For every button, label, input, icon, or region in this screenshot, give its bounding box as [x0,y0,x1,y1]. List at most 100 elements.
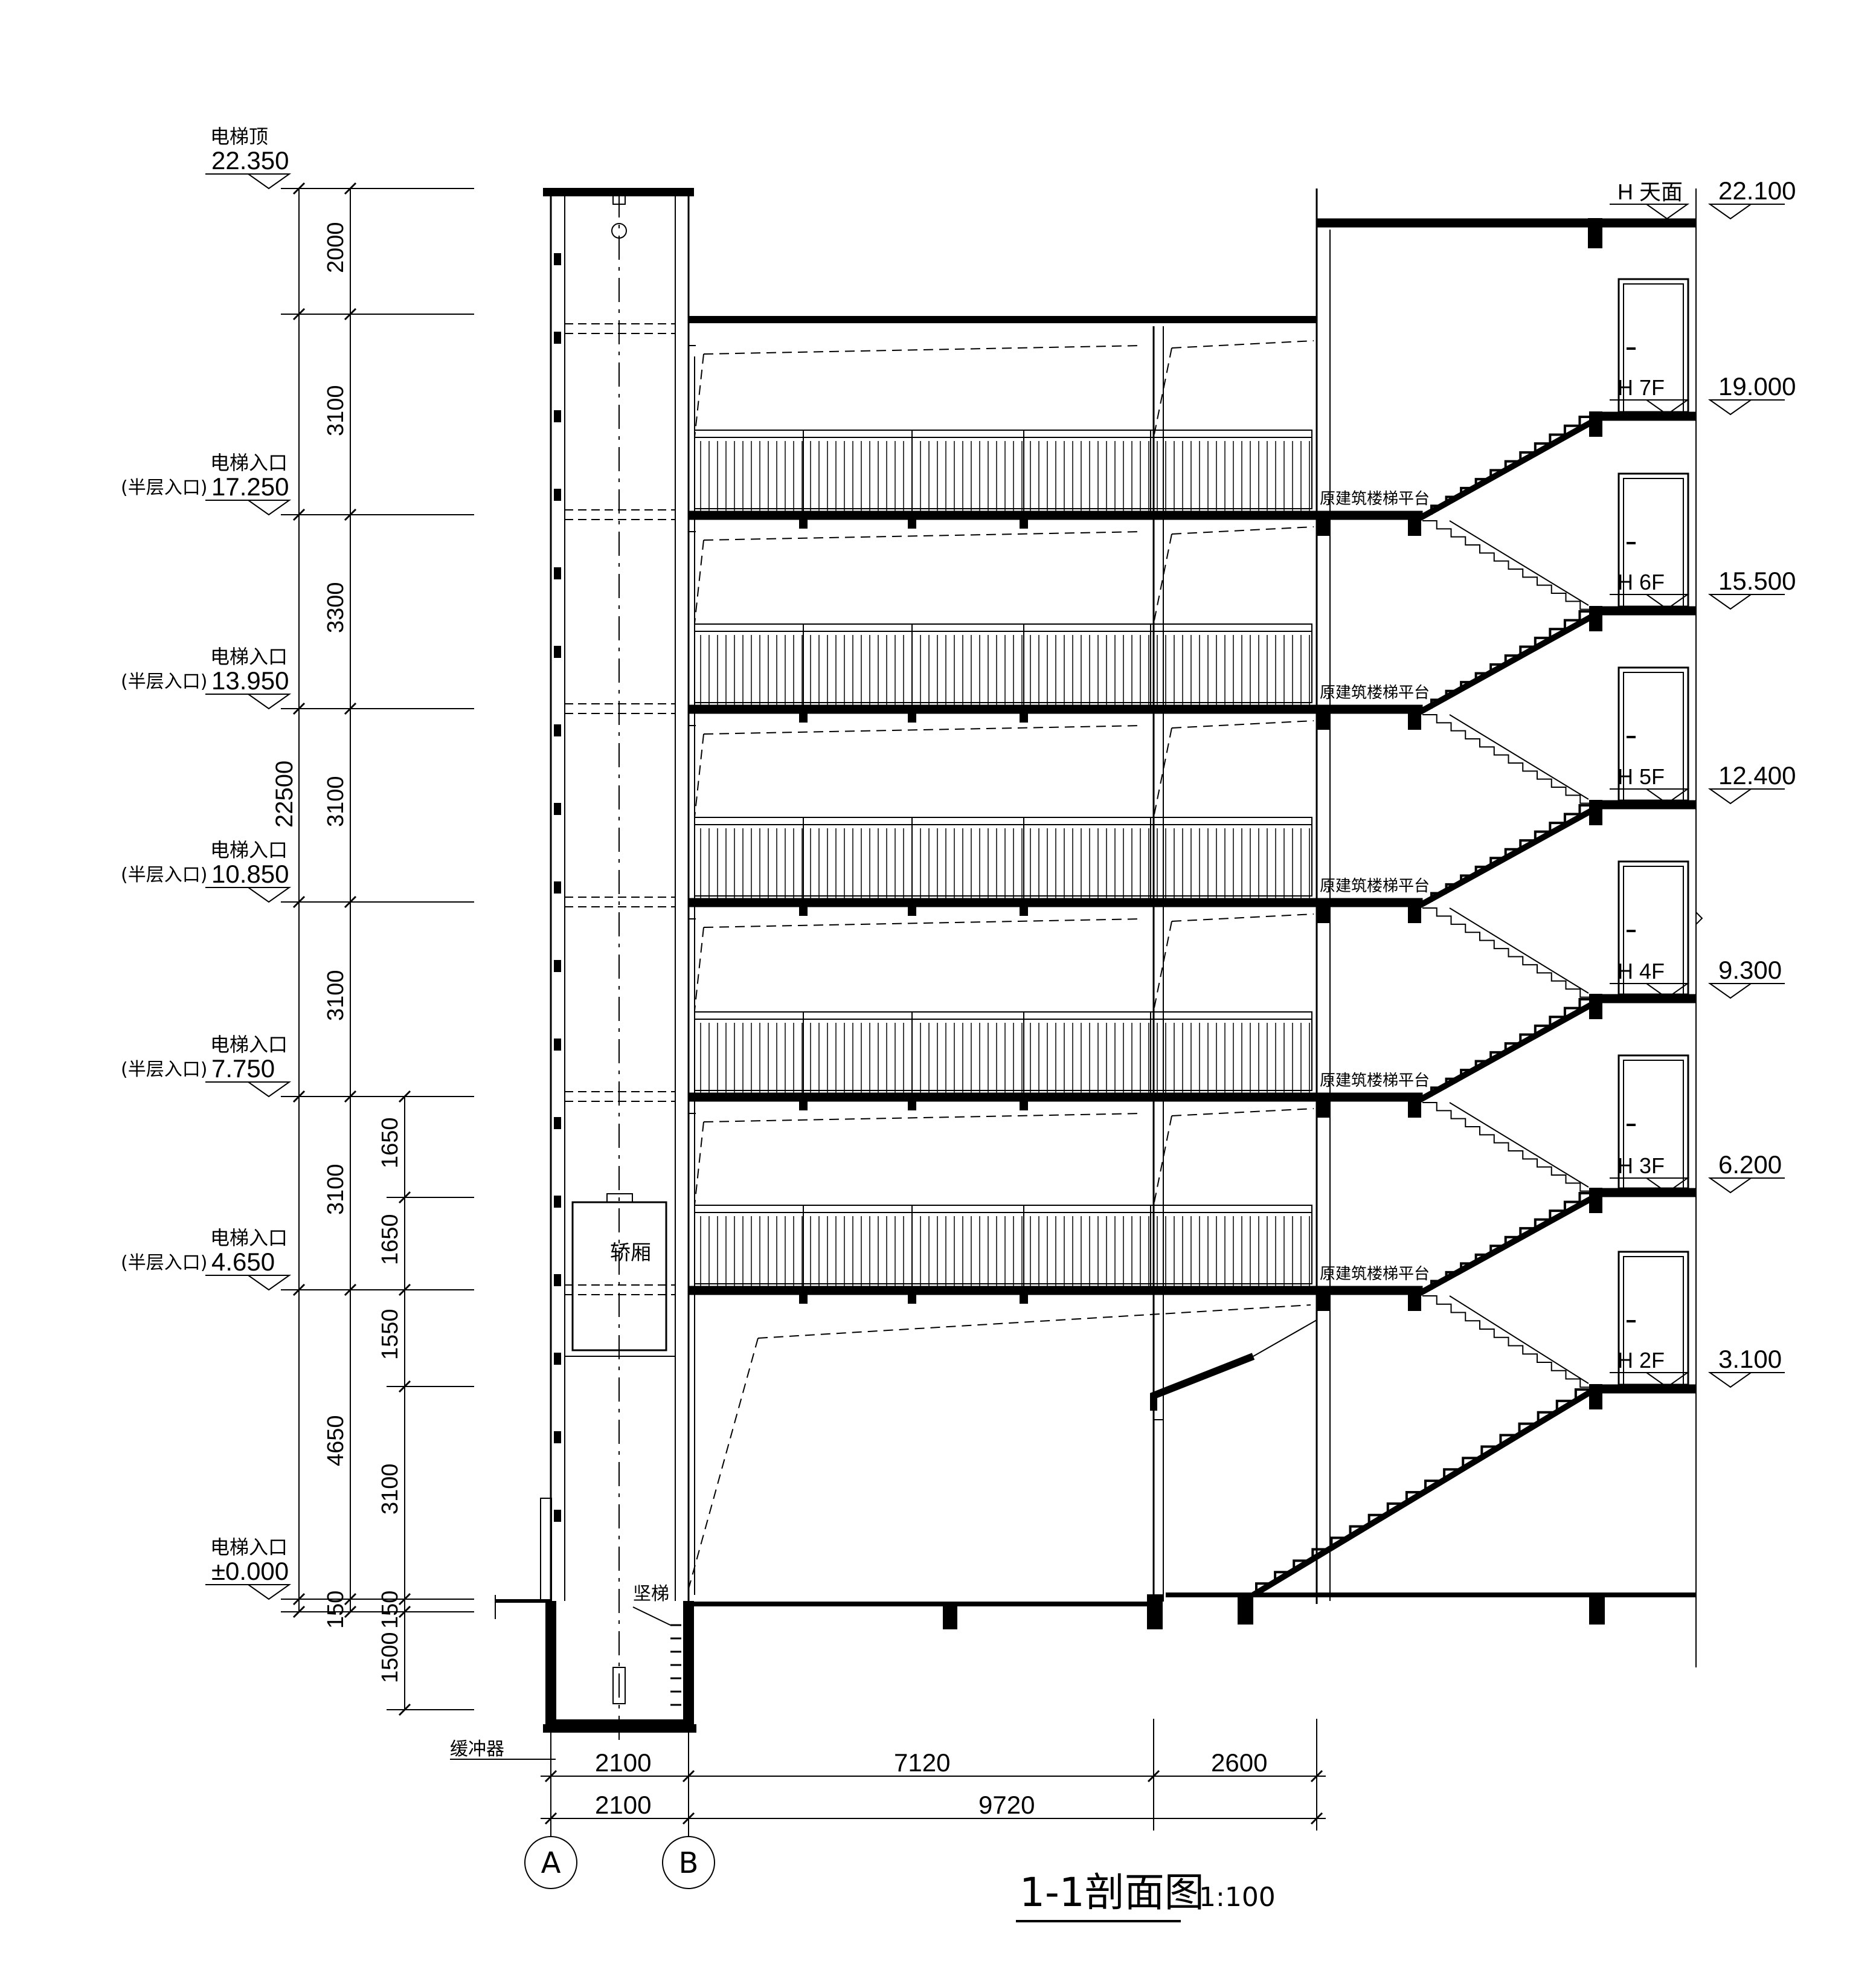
inner-dimension-text: 1650 [377,1214,403,1265]
level-prefix: (半层入口) [121,477,207,498]
bridge-floor-slab [688,510,1317,520]
level-value: 10.850 [211,860,289,888]
ceiling-slope [694,539,704,624]
dimension-tick [292,308,306,321]
floor-slab [1594,411,1697,421]
landing-beam [1408,713,1421,730]
wall-anchor [554,332,561,344]
dimension-tick [292,1592,306,1606]
level-triangle [1644,983,1690,999]
level-caption: 电梯入口 [210,1536,288,1559]
axis-bubble [662,1836,715,1889]
platform-label: 原建筑楼梯平台 [1320,877,1430,895]
segment-dimension-text: 4650 [323,1415,349,1466]
ceiling-line [1171,1108,1314,1116]
dimension-tick [292,1090,306,1103]
stair-steps-below [1422,520,1595,617]
stair-landing [1316,1286,1423,1295]
level-triangle [1644,594,1690,610]
door-leaf [1623,1256,1684,1385]
slab-rib [1020,1294,1028,1304]
stair-landing [1316,898,1423,907]
dimension-tick [344,182,357,195]
ladder-label: 坚梯 [633,1583,669,1605]
stair-flight [1418,806,1596,909]
wall-anchor [554,1431,561,1443]
door-leaf [1623,478,1684,607]
floor-mark-label: H 6F [1617,570,1665,594]
pit-base [543,1724,696,1733]
bridge-roof-slab [688,316,1317,323]
stair-flight [1418,1194,1596,1296]
foundation-beam [1238,1594,1253,1625]
slab-rib [799,1101,808,1110]
stair-flight [1418,612,1596,715]
level-value: 3.100 [1718,1345,1782,1373]
segment-dimension-text: 3300 [323,582,349,633]
level-triangle [246,887,292,903]
landing-beam [1317,1101,1329,1118]
floor-mark-label: H 天面 [1617,179,1683,204]
stair-landing [1316,510,1423,520]
landing-beam [1408,1294,1421,1311]
level-triangle [246,173,292,190]
slab-rib [908,1101,916,1110]
ceiling-slope [694,927,704,1011]
dimension-tick [292,702,306,715]
stair-landing [1316,1092,1423,1102]
wall-anchor [554,410,561,422]
dimension-text: 2100 [595,1791,651,1819]
level-prefix: (半层入口) [121,671,207,692]
floor-slab [1594,1384,1697,1394]
break-mark [1695,912,1703,925]
floor-mark-label: H 2F [1617,1348,1665,1373]
dimension-tick [1310,1770,1323,1783]
segment-dimension-text: 3100 [323,1164,349,1215]
dimension-tick [398,1703,411,1716]
wall-anchor [554,1117,561,1129]
inner-dimension-text: 3100 [377,1463,403,1515]
slab-rib [908,1294,916,1304]
wall-anchor [554,646,561,658]
stair-steps [1430,416,1595,515]
elevator-shaft [450,188,696,1760]
drawing-title: 1-1剖面图 [1020,1869,1204,1916]
landing-beam [1317,519,1329,536]
dimension-tick [292,895,306,909]
level-value: 19.000 [1718,372,1796,401]
ceiling-line [757,1304,1311,1339]
inner-dimension-text: 1550 [377,1309,403,1360]
ceiling-line [703,345,1142,355]
stair-flight [1418,417,1596,521]
wall-anchor [554,803,561,815]
level-triangle [1707,1372,1753,1388]
drawing-scale: 1:100 [1199,1882,1276,1913]
level-value: ±0.000 [211,1557,289,1585]
dimension-tick [344,508,357,521]
dimension-tick [344,1592,357,1606]
slab-rib [1020,519,1028,529]
segment-dimension-text: 2000 [323,222,349,273]
wall-anchor [554,1510,561,1522]
dimension-tick [544,1812,557,1825]
inner-dimension-text: 1650 [377,1117,403,1168]
level-value: 4.650 [211,1248,275,1276]
dimension-tick [292,182,306,195]
stair-soffit [1449,714,1589,800]
car-top-fixture [606,1193,633,1203]
level-triangle [1644,204,1690,220]
stair-steps-below [1422,907,1595,1005]
floor-mark-label: H 4F [1617,959,1665,984]
ceiling-line [703,1113,1142,1122]
level-triangle [1644,1177,1690,1194]
segment-dimension-text: 150 [323,1591,349,1629]
door-leaf [1623,1060,1684,1189]
level-prefix: (半层入口) [121,865,207,886]
level-prefix: (半层入口) [121,1059,207,1080]
stair-soffit [1449,1102,1589,1188]
ceiling-line [1171,913,1314,922]
bridge-floor-slab [688,1092,1317,1102]
foundation-beam [1147,1594,1163,1629]
level-triangle [1707,594,1753,610]
